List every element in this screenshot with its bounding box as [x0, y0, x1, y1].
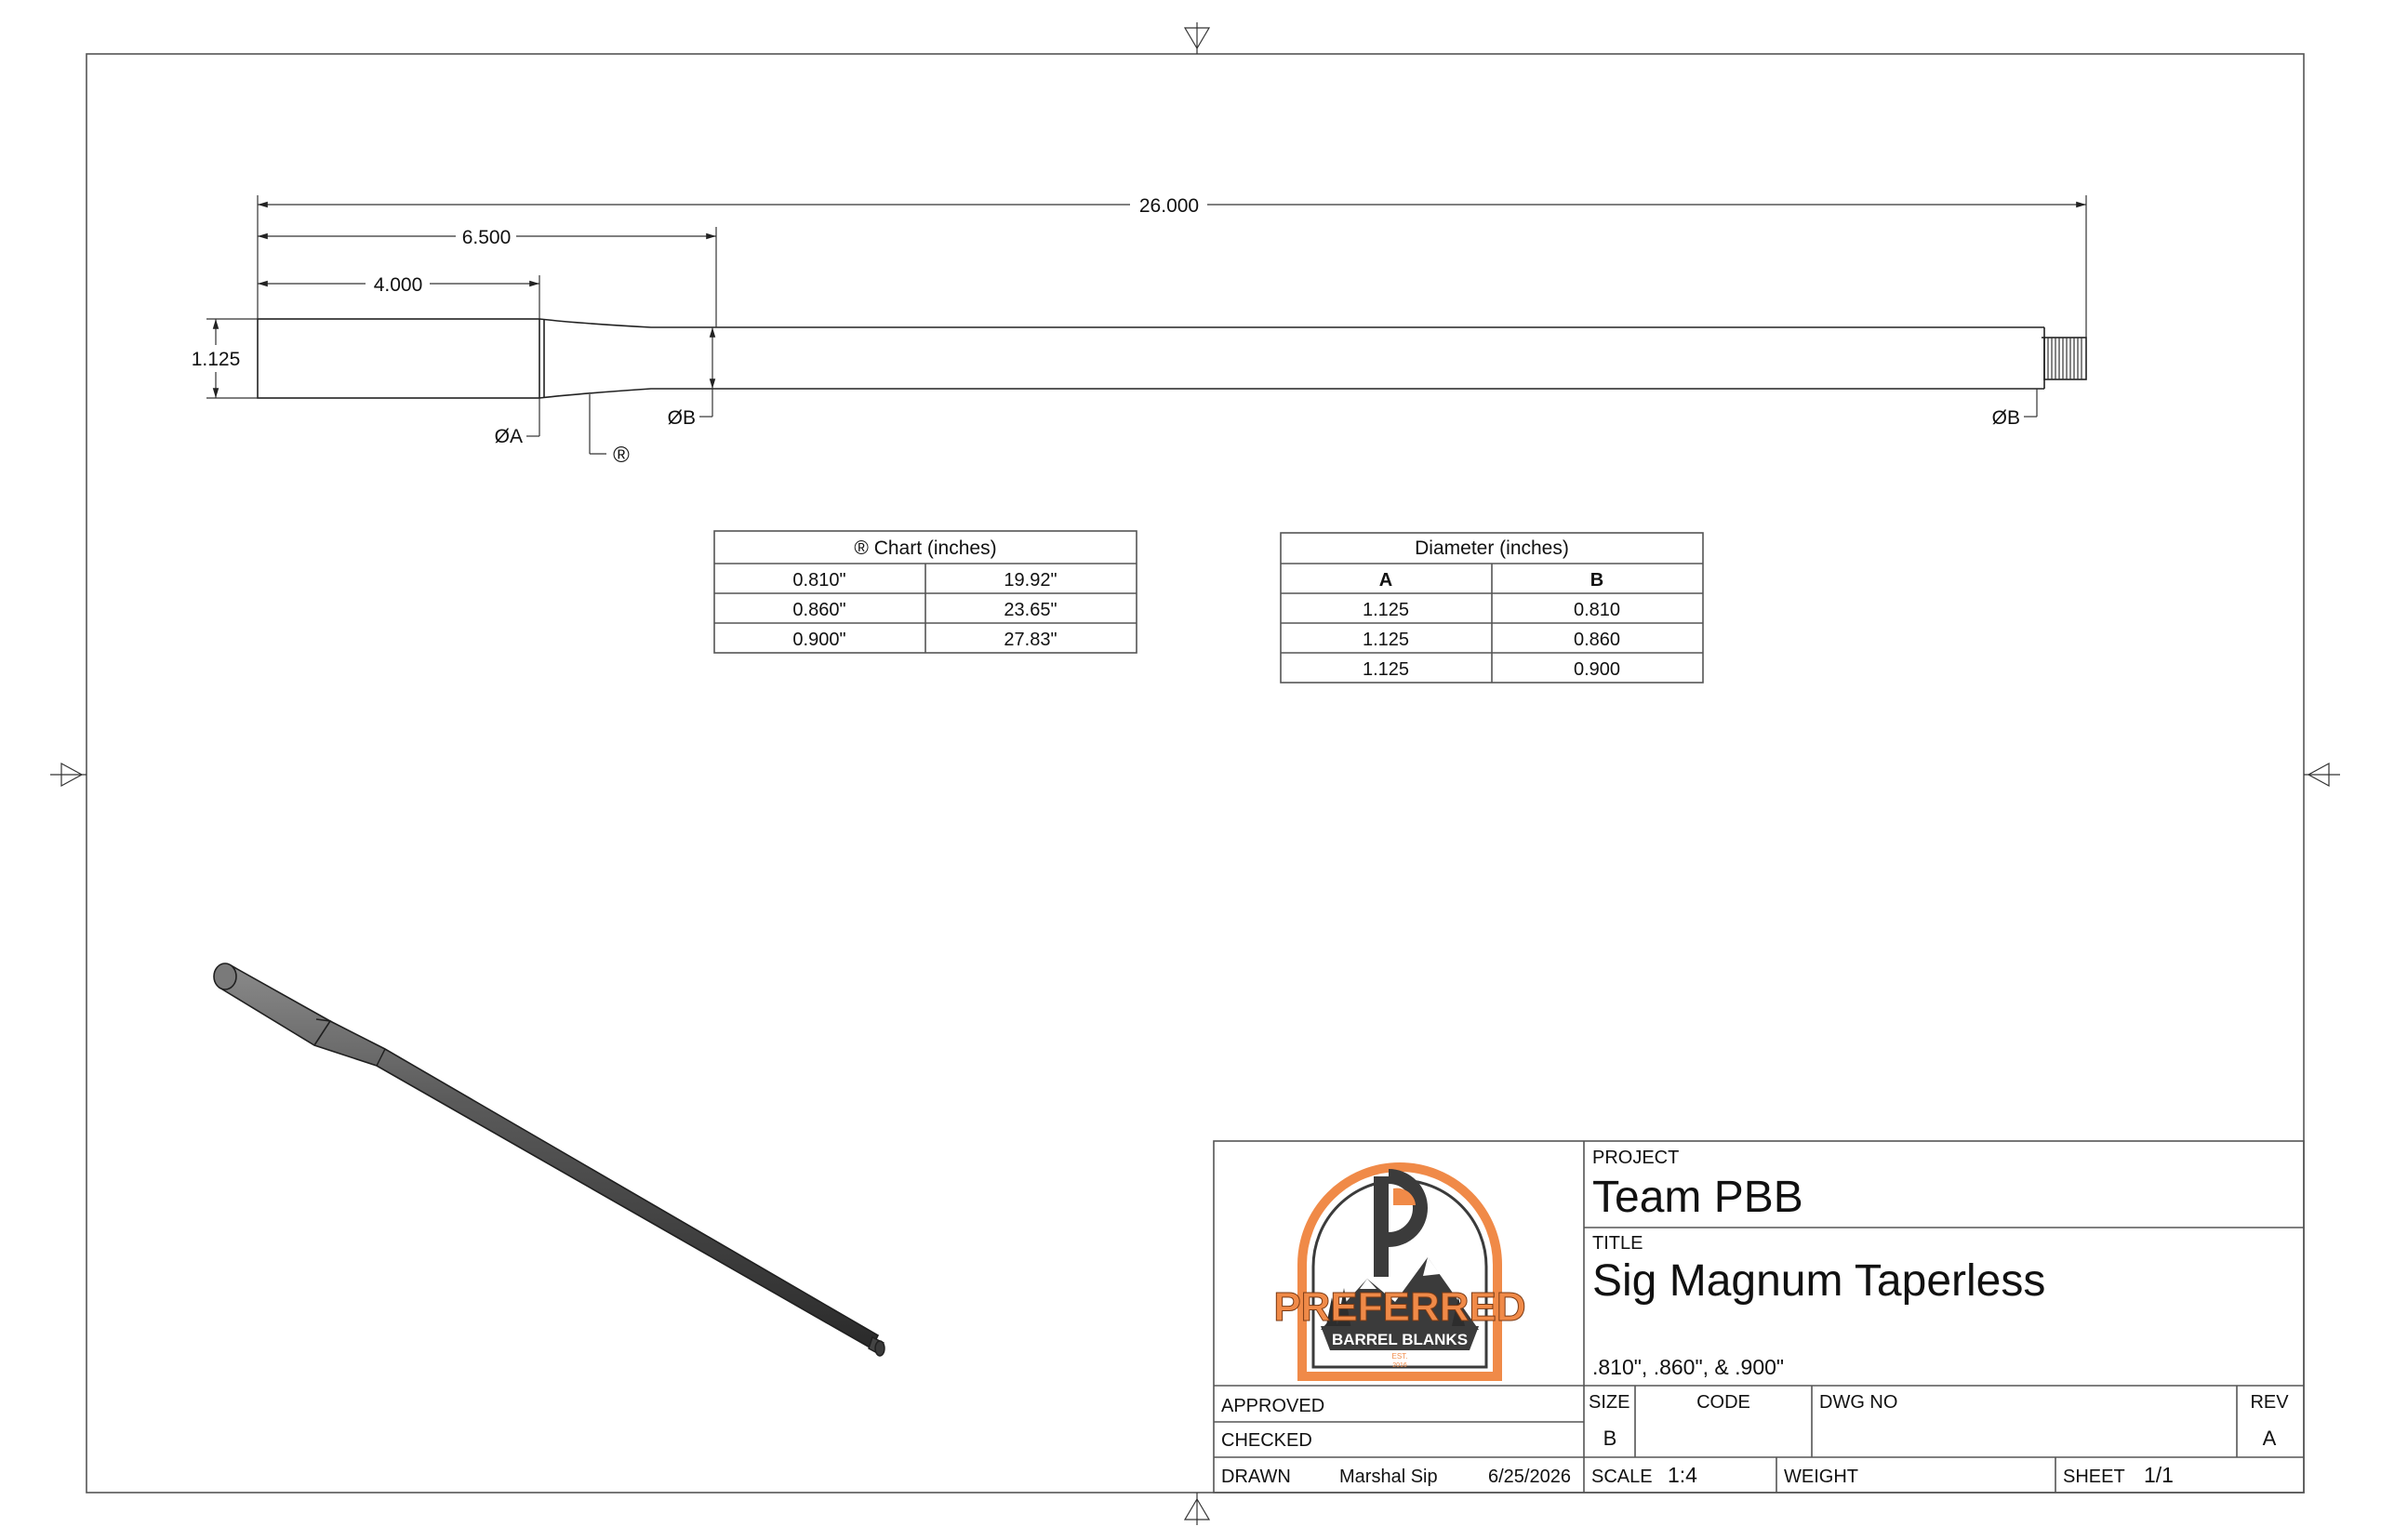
sheet-value: 1/1: [2144, 1463, 2174, 1487]
overall-length-dim: 26.000: [1139, 195, 1199, 217]
diameter-table-title: Diameter (inches): [1415, 538, 1569, 559]
drawn-date: 6/25/2026: [1488, 1467, 1571, 1487]
r-chart-cell: 0.900": [792, 630, 845, 650]
r-callout: ®: [613, 443, 630, 468]
barrel-contour-bottom: [539, 388, 716, 399]
r-chart-title: ® Chart (inches): [854, 538, 996, 559]
r-chart-cell: 27.83": [1004, 630, 1057, 650]
subtitle: .810", .860", & .900": [1592, 1355, 1784, 1379]
diameter-header-a: A: [1379, 570, 1392, 591]
project-label: PROJECT: [1592, 1148, 1679, 1168]
size-value: B: [1603, 1427, 1617, 1450]
logo-banner: BARREL BLANKS: [1332, 1331, 1468, 1348]
rev-value: A: [2263, 1427, 2277, 1450]
title-block: PREFERRED BARREL BLANKS EST. 2016 PROJEC…: [1213, 1140, 2305, 1494]
drawn-label: DRAWN: [1221, 1467, 1291, 1487]
diameter-table: Diameter (inches) A B 1.125 0.810 1.125 …: [1280, 532, 1704, 684]
muzzle-thread: [2043, 337, 2087, 380]
approved-label: APPROVED: [1221, 1396, 1324, 1416]
diameter-cell: 1.125: [1363, 659, 1409, 680]
r-chart-cell: 0.810": [792, 570, 845, 591]
diameter-cell: 0.860: [1574, 630, 1620, 650]
dia-b-muzzle-label: ØB: [1992, 407, 2020, 429]
barrel-shank: [257, 318, 540, 399]
diameter-cell: 1.125: [1363, 600, 1409, 620]
dwg-label: DWG NO: [1819, 1392, 1897, 1413]
code-label: CODE: [1696, 1392, 1750, 1413]
drawn-by: Marshal Sip: [1339, 1467, 1438, 1487]
size-label: SIZE: [1589, 1392, 1629, 1413]
title-label: TITLE: [1592, 1233, 1643, 1254]
project-value: Team PBB: [1592, 1173, 1803, 1222]
logo-est: EST.: [1392, 1352, 1408, 1361]
contour-length-dim: 6.500: [462, 227, 512, 248]
barrel-side-view: [257, 318, 2087, 399]
logo: PREFERRED BARREL BLANKS EST. 2016: [1273, 1162, 1526, 1381]
r-chart-cell: 23.65": [1004, 600, 1057, 620]
barrel-contour-top: [539, 318, 716, 328]
diameter-cell: 0.810: [1574, 600, 1620, 620]
dimensions: 26.000 6.500 4.000 1.125 ØA ® ØB ØB: [192, 195, 2087, 468]
diameter-cell: 0.900: [1574, 659, 1620, 680]
r-chart-table: ® Chart (inches) 0.810" 19.92" 0.860" 23…: [713, 530, 1137, 654]
diameter-cell: 1.125: [1363, 630, 1409, 650]
sheet-border: [86, 53, 2305, 1494]
crosshair-p-icon: [1374, 1169, 1428, 1277]
scale-label: SCALE: [1591, 1467, 1653, 1487]
shank-length-dim: 4.000: [374, 274, 423, 296]
barrel-iso-render: [213, 962, 885, 1357]
r-chart-cell: 0.860": [792, 600, 845, 620]
shank-diameter-dim: 1.125: [192, 349, 241, 370]
title-value: Sig Magnum Taperless: [1592, 1256, 2045, 1306]
dia-a-label: ØA: [495, 426, 523, 447]
diameter-header-b: B: [1590, 570, 1603, 591]
logo-brand: PREFERRED: [1273, 1284, 1525, 1330]
zone-markers: [50, 22, 2340, 1525]
weight-label: WEIGHT: [1784, 1467, 1858, 1487]
scale-value: 1:4: [1668, 1463, 1697, 1487]
logo-year: 2016: [1392, 1362, 1407, 1369]
checked-label: CHECKED: [1221, 1430, 1312, 1451]
mountain-icon: [1321, 1257, 1479, 1330]
rev-label: REV: [2250, 1392, 2289, 1413]
r-chart-cell: 19.92": [1004, 570, 1057, 591]
sheet-label: SHEET: [2063, 1467, 2125, 1487]
dia-b-label: ØB: [668, 407, 696, 429]
